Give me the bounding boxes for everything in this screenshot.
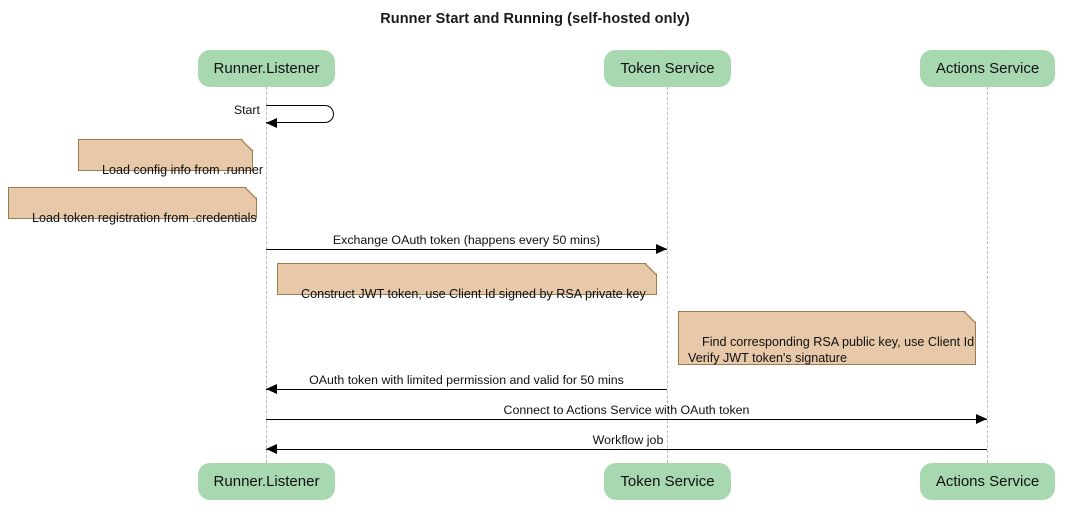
participant-footer-actions-service[interactable]: Actions Service	[920, 463, 1055, 500]
message-label-start: Start	[233, 103, 260, 117]
note-load-token-registration: Load token registration from .credential…	[8, 187, 257, 225]
note-construct-jwt-token-text: Construct JWT token, use Client Id signe…	[301, 287, 646, 301]
note-load-token-registration-text: Load token registration from .credential…	[32, 211, 257, 225]
message-arrowhead-connect-to-actions-service	[976, 413, 987, 424]
message-label-exchange-oauth-token: Exchange OAuth token (happens every 50 m…	[332, 233, 601, 247]
note-construct-jwt-token: Construct JWT token, use Client Id signe…	[277, 263, 657, 301]
participant-header-actions-service-label: Actions Service	[935, 60, 1040, 77]
note-fold-corner-icon	[646, 263, 657, 274]
note-load-config-info: Load config info from .runner	[78, 139, 263, 177]
participant-header-actions-service[interactable]: Actions Service	[920, 50, 1055, 87]
participant-footer-actions-service-label: Actions Service	[935, 473, 1040, 490]
note-find-rsa-public-key-text: Find corresponding RSA public key, use C…	[688, 335, 975, 365]
message-arrowhead-oauth-token-limited-permission	[266, 383, 277, 394]
lifeline-token-service	[667, 87, 668, 463]
message-label-connect-to-actions-service: Connect to Actions Service with OAuth to…	[503, 403, 750, 417]
participant-header-runner-listener[interactable]: Runner.Listener	[198, 50, 335, 87]
self-message-loop-start	[266, 105, 334, 123]
message-arrowhead-workflow-job	[266, 443, 277, 454]
message-line-oauth-token-limited-permission	[266, 389, 667, 390]
lifeline-actions-service	[987, 87, 988, 463]
participant-footer-runner-listener-label: Runner.Listener	[213, 473, 320, 490]
diagram-title: Runner Start and Running (self-hosted on…	[380, 11, 690, 27]
participant-header-runner-listener-label: Runner.Listener	[213, 60, 320, 77]
message-arrowhead-exchange-oauth-token	[656, 243, 667, 254]
self-message-arrowhead-start	[266, 117, 277, 128]
note-fold-corner-icon	[246, 187, 257, 198]
lifeline-runner-listener	[266, 87, 267, 463]
message-label-oauth-token-limited-permission: OAuth token with limited permission and …	[309, 373, 624, 387]
note-fold-corner-icon	[965, 311, 976, 322]
participant-header-token-service-label: Token Service	[620, 60, 715, 77]
message-line-workflow-job	[266, 449, 987, 450]
message-label-workflow-job: Workflow job	[592, 433, 664, 447]
participant-footer-token-service[interactable]: Token Service	[604, 463, 731, 500]
participant-footer-token-service-label: Token Service	[620, 473, 715, 490]
participant-footer-runner-listener[interactable]: Runner.Listener	[198, 463, 335, 500]
note-load-config-info-text: Load config info from .runner	[102, 163, 264, 177]
note-fold-corner-icon	[242, 139, 253, 150]
note-find-rsa-public-key: Find corresponding RSA public key, use C…	[678, 311, 976, 365]
participant-header-token-service[interactable]: Token Service	[604, 50, 731, 87]
message-line-exchange-oauth-token	[266, 249, 667, 250]
message-line-connect-to-actions-service	[266, 419, 987, 420]
